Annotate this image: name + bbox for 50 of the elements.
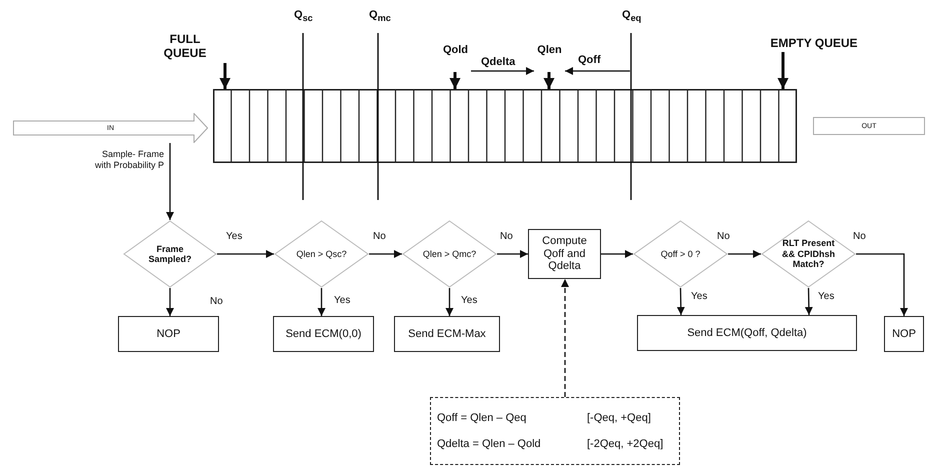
process-box: NOP <box>118 316 219 352</box>
threshold-label: Q$_{sc}$ <box>294 9 313 24</box>
arrow <box>676 288 685 316</box>
pointer-label: Qold <box>440 44 471 72</box>
arrow <box>450 72 460 89</box>
edge-label: Qdelta <box>481 56 516 70</box>
arrow <box>778 52 788 89</box>
decision-text: Qoff > 0 ? <box>660 248 700 260</box>
decision-text: Frame Sampled? <box>147 244 192 264</box>
formula-text: Qoff = Qlen – Qeq <box>437 412 526 424</box>
arrow <box>369 250 402 258</box>
process-box: Send ECM(Qoff, Qdelta) <box>637 315 857 351</box>
process-box: Send ECM(0,0) <box>273 316 374 352</box>
input-arrow <box>13 113 208 143</box>
formula-text: [-Qeq, +Qeq] <box>587 412 651 424</box>
decision-text: Qlen > Qmc? <box>422 248 476 260</box>
threshold-label: Q$_{mc}$ <box>369 9 391 24</box>
decision-text: RLT Present && CPIDhsh Match? <box>780 238 836 270</box>
edge-label: Qoff <box>578 54 601 68</box>
arrow <box>166 143 174 220</box>
formula-text: Qdelta = Qlen – Qold <box>437 438 541 450</box>
arrow <box>601 250 633 258</box>
queue-state-label: EMPTY QUEUE <box>758 36 870 52</box>
arrow <box>220 63 230 89</box>
queue-state-label: FULL QUEUE <box>156 30 234 63</box>
arrow <box>471 67 534 75</box>
arrow <box>856 253 908 316</box>
pointer-label: Qlen <box>534 44 565 72</box>
arrow <box>166 288 174 316</box>
process-box: Compute Qoff and Qdelta <box>528 229 601 279</box>
process-box: Send ECM-Max <box>394 316 500 352</box>
arrow <box>318 288 326 316</box>
arrow <box>544 72 554 89</box>
arrow <box>217 250 274 258</box>
decision-diamond <box>633 220 728 288</box>
decision-diamond <box>402 220 497 288</box>
decision-diamond <box>274 220 369 288</box>
arrow <box>804 288 813 316</box>
formula-box <box>430 397 680 465</box>
arrow <box>497 250 528 258</box>
process-box: NOP <box>884 316 924 352</box>
decision-diamond <box>123 220 217 288</box>
arrow <box>565 67 630 75</box>
decision-text: Qlen > Qsc? <box>296 248 347 260</box>
dashed-arrow <box>561 279 569 397</box>
arrow <box>446 288 454 316</box>
formula-text: [-2Qeq, +2Qeq] <box>587 438 664 450</box>
threshold-label: Q$_{eq}$ <box>622 9 642 24</box>
queue-buffer-drawing <box>213 89 797 163</box>
arrow <box>728 250 761 258</box>
